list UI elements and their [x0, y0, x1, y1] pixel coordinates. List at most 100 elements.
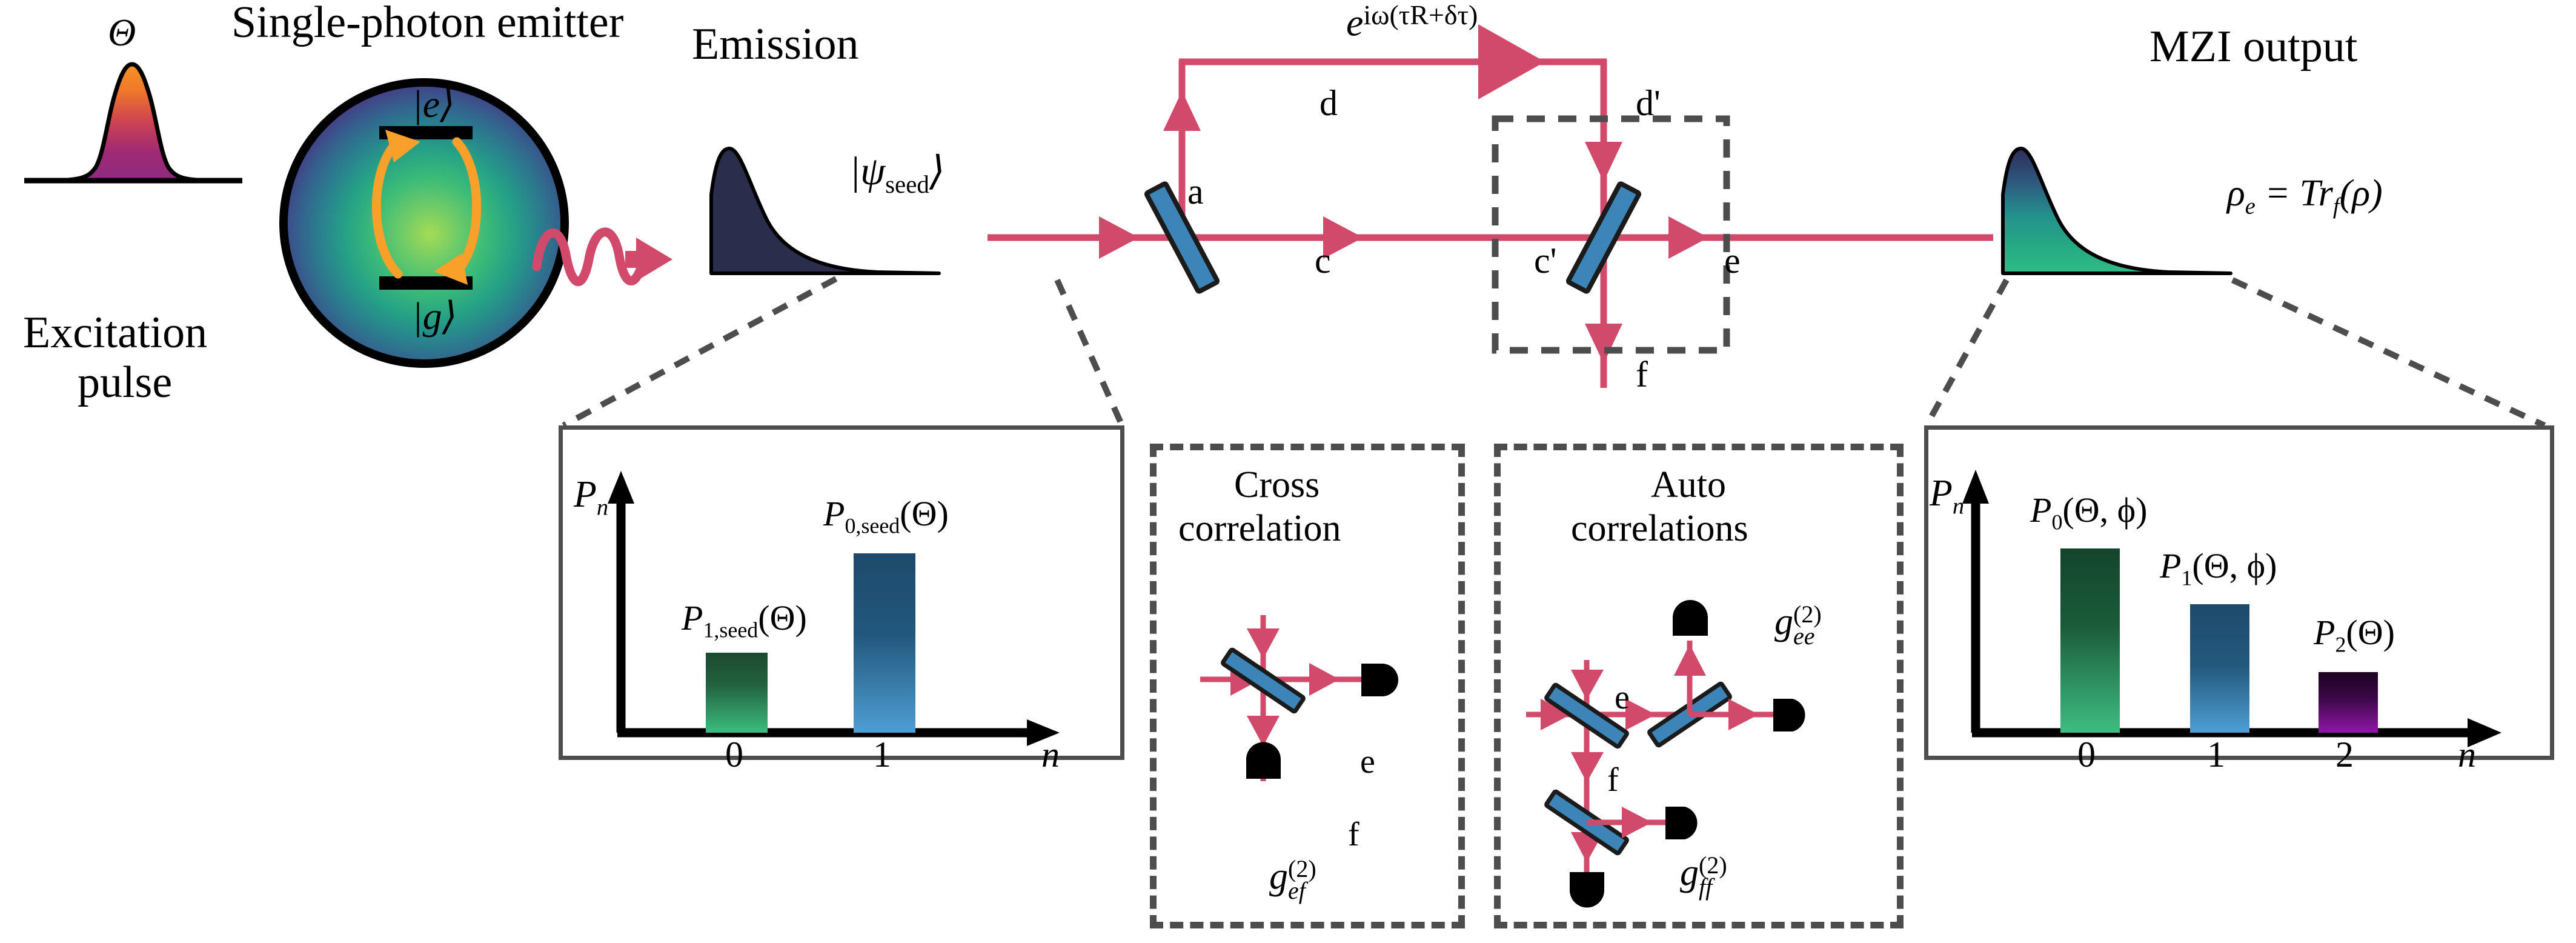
seed-bar-0: [706, 653, 768, 733]
auto-port-f-label: f: [1607, 761, 1619, 799]
out-bar-label-0-base: P: [2030, 490, 2052, 530]
emission-arrowhead: [625, 238, 672, 281]
psi-seed-suffix: ⟩: [929, 149, 945, 193]
out-bar-label-2: P2(Θ): [2314, 615, 2395, 656]
auto-detector-ee-top: [1673, 600, 1708, 636]
out-xtick-1: 1: [2207, 735, 2225, 775]
emitter-title: Single-photon emitter: [231, 0, 624, 47]
seed-histogram-panel: Pn P1,seed(Θ) P0,seed(Θ) 0 1 n: [559, 425, 1124, 773]
seed-bar-label-1-sub: 1,seed: [703, 618, 759, 642]
cross-detector-e: [1361, 664, 1398, 696]
auto-gff-label: g (2) ff: [1680, 851, 1727, 901]
seed-y-label-base: P: [574, 474, 597, 515]
auto-detector-ff-right: [1665, 807, 1698, 839]
emission-decay-svg: [709, 147, 941, 275]
cross-port-f-label: f: [1348, 816, 1359, 853]
excitation-pulse-group: [24, 24, 279, 279]
out-x-axis-label: n: [2458, 735, 2476, 775]
mzi-phase-label: eiω(τR+δτ): [1346, 1, 1478, 42]
cross-g2-sub: ef: [1288, 876, 1306, 904]
auto-beamsplitter-input: [1544, 682, 1629, 749]
out-y-axis-arrowhead: [1962, 470, 1989, 504]
beamsplitter-2: [1565, 181, 1642, 294]
output-decay-shape: [2001, 147, 2232, 275]
auto-arrow-f: [1571, 752, 1604, 782]
emission-wave-path: [532, 227, 646, 286]
auto-arrow-in: [1541, 699, 1571, 730]
cross-detector-f: [1246, 742, 1281, 779]
emission-wave-group: [532, 200, 691, 321]
seed-bar-label-0: P0,seed(Θ): [823, 496, 949, 538]
density-eq: =: [2265, 173, 2291, 214]
out-bar-label-0-arg: (Θ, ϕ): [2062, 490, 2148, 530]
beamsplitter-1-plate: [1144, 181, 1220, 294]
mzi-output-histogram-panel: Pn P0(Θ, ϕ) P1(Θ, ϕ) P2(Θ) 0 1 2 n: [1924, 425, 2554, 773]
rho-sub: e: [2245, 193, 2256, 219]
out-bar-label-1: P1(Θ, ϕ): [2160, 548, 2277, 590]
excitation-arc: [371, 138, 403, 279]
emission-title: Emission: [692, 19, 859, 69]
mzi-arrow-c: [1323, 216, 1363, 259]
excitation-pulse-svg: [24, 62, 242, 184]
seed-histogram-svg: [608, 471, 1060, 746]
beamsplitter-2-plate: [1565, 181, 1642, 294]
mzi-arrow-input-a: [1099, 216, 1139, 259]
excitation-caption-line1: Excitation: [23, 308, 208, 358]
out-x-axis-arrowhead: [2468, 718, 2501, 747]
excitation-arrowhead: [385, 130, 420, 162]
mzi-mode-c-label: c: [1315, 241, 1331, 281]
seed-bar-label-0-sub: 0,seed: [845, 513, 900, 538]
mzi-mode-d-label: d: [1320, 83, 1338, 123]
trace-arg: (ρ): [2339, 173, 2383, 214]
cross-arrow-f: [1247, 716, 1280, 746]
auto-arrow-e-out: [1728, 699, 1759, 730]
auto-arrow-in-top: [1571, 670, 1604, 700]
output-decay-svg: [2001, 147, 2232, 275]
output-connector-left-line: [1924, 278, 2010, 427]
cross-correlation-title-line1: Cross: [1234, 464, 1320, 505]
cross-g2-base: g: [1269, 856, 1288, 897]
decay-arrowhead: [434, 253, 468, 285]
cross-correlation-title-line2: correlation: [1178, 508, 1341, 549]
auto-gff-sup: (2): [1699, 851, 1727, 879]
out-bar-label-1-sub: 1: [2181, 565, 2193, 590]
out-bar-2: [2319, 672, 2378, 733]
trace-symbol: Tr: [2299, 173, 2333, 214]
seed-x-axis-arrowhead: [1027, 719, 1060, 746]
auto-correlations-title-line2: correlations: [1571, 508, 1748, 549]
mzi-arrow-dprime: [1585, 142, 1622, 182]
auto-port-e-label: e: [1615, 679, 1630, 716]
mzi-arrow-delay: [1478, 24, 1545, 99]
ground-state-label: |g⟩: [412, 295, 457, 338]
out-bar-label-0-sub: 0: [2051, 510, 2063, 535]
auto-correlations-panel: Auto correlations: [1494, 444, 1904, 928]
trace-sub: f: [2332, 193, 2340, 219]
seed-y-axis-arrowhead: [608, 471, 634, 504]
out-y-label-base: P: [1930, 473, 1953, 514]
auto-correlations-title-line1: Auto: [1651, 464, 1726, 505]
auto-arrow-e-up: [1674, 644, 1706, 676]
mzi-output-title: MZI output: [2149, 22, 2358, 72]
mzi-mode-cprime-label: c': [1534, 241, 1557, 281]
cross-correlation-panel: Cross correlation e f g (2) ef: [1150, 444, 1465, 928]
rho-base: ρ: [2227, 173, 2245, 214]
out-bar-label-0: P0(Θ, ϕ): [2030, 493, 2147, 534]
auto-gff-sub: ff: [1699, 873, 1713, 901]
out-bar-label-1-arg: (Θ, ϕ): [2192, 546, 2277, 585]
seed-xtick-1: 1: [873, 735, 891, 775]
pulse-shape: [40, 62, 224, 183]
beamsplitter-1: [1144, 181, 1220, 294]
mzi-mode-dprime-label: d': [1636, 83, 1661, 123]
auto-arrow-e: [1625, 699, 1656, 730]
auto-detector-ee-right: [1773, 699, 1805, 731]
excited-state-label: |e⟩: [412, 82, 455, 125]
seed-bar-label-0-base: P: [823, 494, 845, 533]
out-xtick-0: 0: [2077, 735, 2096, 775]
seed-bar-1: [854, 553, 915, 733]
out-bar-label-2-base: P: [2314, 613, 2335, 652]
mzi-arrow-e: [1668, 216, 1708, 259]
density-matrix-label: ρe = Trf(ρ): [2227, 175, 2383, 218]
emitter-sphere-group: [273, 72, 576, 375]
emission-decay-group: [695, 147, 986, 276]
